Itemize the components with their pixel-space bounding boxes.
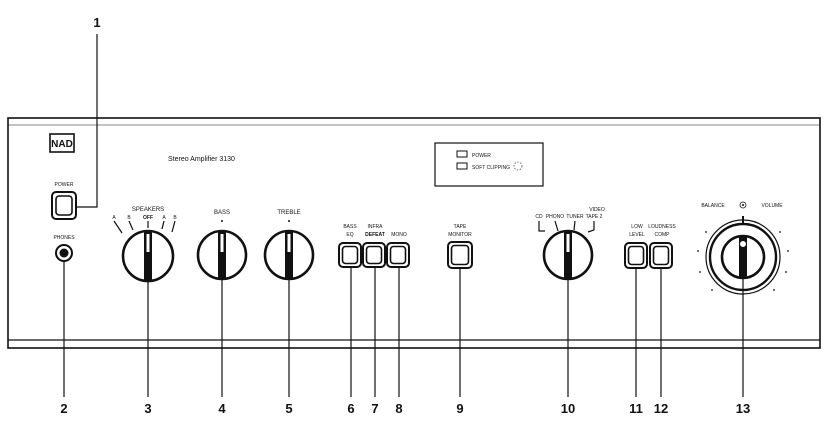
bass-label: BASS bbox=[214, 210, 230, 216]
selector-video-label-1: VIDEO bbox=[589, 207, 605, 213]
low-level-button[interactable] bbox=[624, 242, 648, 269]
balance-label: BALANCE bbox=[701, 203, 725, 209]
callout-numbers: 1 2 3 4 5 6 7 8 9 10 11 12 13 bbox=[60, 15, 750, 416]
input-selector-knob[interactable] bbox=[542, 229, 594, 281]
callout-13: 13 bbox=[736, 401, 750, 416]
speakers-b-left-label: B bbox=[127, 215, 131, 221]
bass-center-dot bbox=[221, 220, 223, 222]
callout-2: 2 bbox=[60, 401, 67, 416]
speakers-a-left-label: A bbox=[112, 215, 116, 221]
treble-center-dot bbox=[288, 220, 290, 222]
volume-scale bbox=[697, 231, 789, 291]
callout-9: 9 bbox=[456, 401, 463, 416]
callout-8: 8 bbox=[395, 401, 402, 416]
mono-label: MONO bbox=[391, 232, 407, 238]
power-button[interactable] bbox=[51, 191, 77, 220]
bass-eq-button[interactable] bbox=[338, 242, 362, 268]
callout-3: 3 bbox=[144, 401, 151, 416]
model-label: Stereo Amplifier 3130 bbox=[168, 156, 235, 163]
low-level-label-1: LOW bbox=[631, 224, 643, 230]
soft-clipping-indicator-led bbox=[456, 162, 468, 170]
callout-leaders bbox=[63, 34, 744, 397]
leader-1 bbox=[77, 34, 98, 208]
selector-tuner-label: TUNER bbox=[566, 214, 584, 220]
power-indicator-led bbox=[456, 150, 468, 158]
mono-button[interactable] bbox=[386, 242, 410, 268]
callout-6: 6 bbox=[347, 401, 354, 416]
infra-defeat-label-2: DEFEAT bbox=[365, 232, 385, 238]
brand-text: NAD bbox=[51, 139, 73, 150]
power-button-label: POWER bbox=[55, 182, 74, 188]
loudness-comp-label-2: COMP bbox=[655, 232, 671, 238]
bass-eq-label-1: BASS bbox=[343, 224, 357, 230]
phones-jack[interactable] bbox=[55, 244, 73, 262]
treble-label: TREBLE bbox=[277, 210, 300, 216]
tape-monitor-label-2: MONITOR bbox=[448, 232, 472, 238]
infra-defeat-button[interactable] bbox=[362, 242, 386, 268]
soft-clipping-symbol-icon bbox=[513, 161, 523, 171]
phones-label: PHONES bbox=[53, 235, 75, 241]
volume-label: VOLUME bbox=[761, 203, 783, 209]
speakers-knob[interactable] bbox=[121, 229, 175, 283]
callout-1: 1 bbox=[93, 15, 100, 30]
selector-phono-label: PHONO bbox=[546, 214, 564, 220]
selector-video-label-2: TAPE 2 bbox=[586, 214, 603, 220]
callout-4: 4 bbox=[218, 401, 226, 416]
callout-11: 11 bbox=[629, 401, 643, 416]
speakers-label: SPEAKERS bbox=[132, 207, 164, 213]
loudness-comp-button[interactable] bbox=[649, 242, 673, 269]
speakers-off-label: OFF bbox=[143, 215, 153, 221]
selector-cd-label: CD bbox=[535, 214, 543, 220]
callout-5: 5 bbox=[285, 401, 292, 416]
front-panel bbox=[7, 117, 821, 349]
selector-tick-phono bbox=[554, 220, 559, 232]
indicator-window: POWER SOFT CLIPPING bbox=[434, 142, 544, 187]
low-level-label-2: LEVEL bbox=[629, 232, 645, 238]
callout-12: 12 bbox=[654, 401, 668, 416]
nad-logo: NAD bbox=[49, 133, 75, 153]
speakers-b-right-label: B bbox=[173, 215, 177, 221]
speakers-a-right-label: A bbox=[162, 215, 166, 221]
callout-10: 10 bbox=[561, 401, 575, 416]
speakers-tick-b-right bbox=[171, 220, 176, 233]
volume-knob[interactable] bbox=[720, 234, 766, 280]
balance-center-dot bbox=[742, 204, 744, 206]
treble-knob[interactable] bbox=[263, 229, 315, 281]
tape-monitor-label-1: TAPE bbox=[454, 224, 467, 230]
soft-clipping-indicator-label: SOFT CLIPPING bbox=[472, 165, 510, 171]
callout-7: 7 bbox=[371, 401, 378, 416]
selector-tick-video bbox=[587, 221, 595, 233]
loudness-comp-label-1: LOUDNESS bbox=[648, 224, 676, 230]
speakers-tick-a-left bbox=[113, 220, 123, 234]
infra-defeat-label-1: INFRA bbox=[368, 224, 384, 230]
bass-eq-label-2: EQ bbox=[346, 232, 353, 238]
power-indicator-label: POWER bbox=[472, 153, 491, 159]
speakers-tick-b-left bbox=[128, 220, 134, 231]
selector-tick-cd bbox=[538, 221, 545, 232]
tape-monitor-button[interactable] bbox=[447, 241, 473, 269]
speakers-tick-a-right bbox=[161, 220, 165, 230]
selector-tick-tuner bbox=[573, 220, 576, 231]
bass-knob[interactable] bbox=[196, 229, 248, 281]
